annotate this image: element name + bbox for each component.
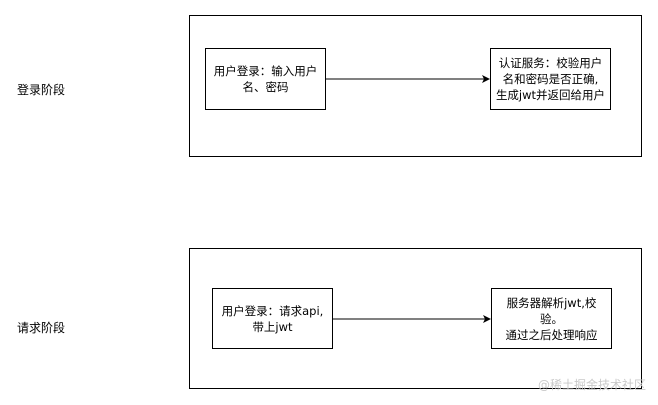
auth-service-node[interactable]: 认证服务：校验用户 名和密码是否正确, 生成jwt并返回给用户	[490, 48, 611, 110]
login-user-node-text: 用户登录：输入用户 名、密码	[213, 64, 318, 94]
server-verify-node-text: 服务器解析jwt,校验。 通过之后处理响应	[505, 295, 598, 342]
request-user-node[interactable]: 用户登录：请求api, 带上jwt	[212, 288, 333, 349]
watermark: @稀土掘金技术社区	[537, 378, 646, 392]
login-user-node[interactable]: 用户登录：输入用户 名、密码	[205, 48, 326, 110]
server-verify-node[interactable]: 服务器解析jwt,校验。 通过之后处理响应	[491, 288, 612, 349]
request-user-node-text: 用户登录：请求api, 带上jwt	[221, 303, 324, 334]
login-stage-label: 登录阶段	[17, 83, 66, 97]
auth-service-node-text: 认证服务：校验用户 名和密码是否正确, 生成jwt并返回给用户	[495, 56, 606, 102]
request-stage-label: 请求阶段	[17, 321, 66, 335]
